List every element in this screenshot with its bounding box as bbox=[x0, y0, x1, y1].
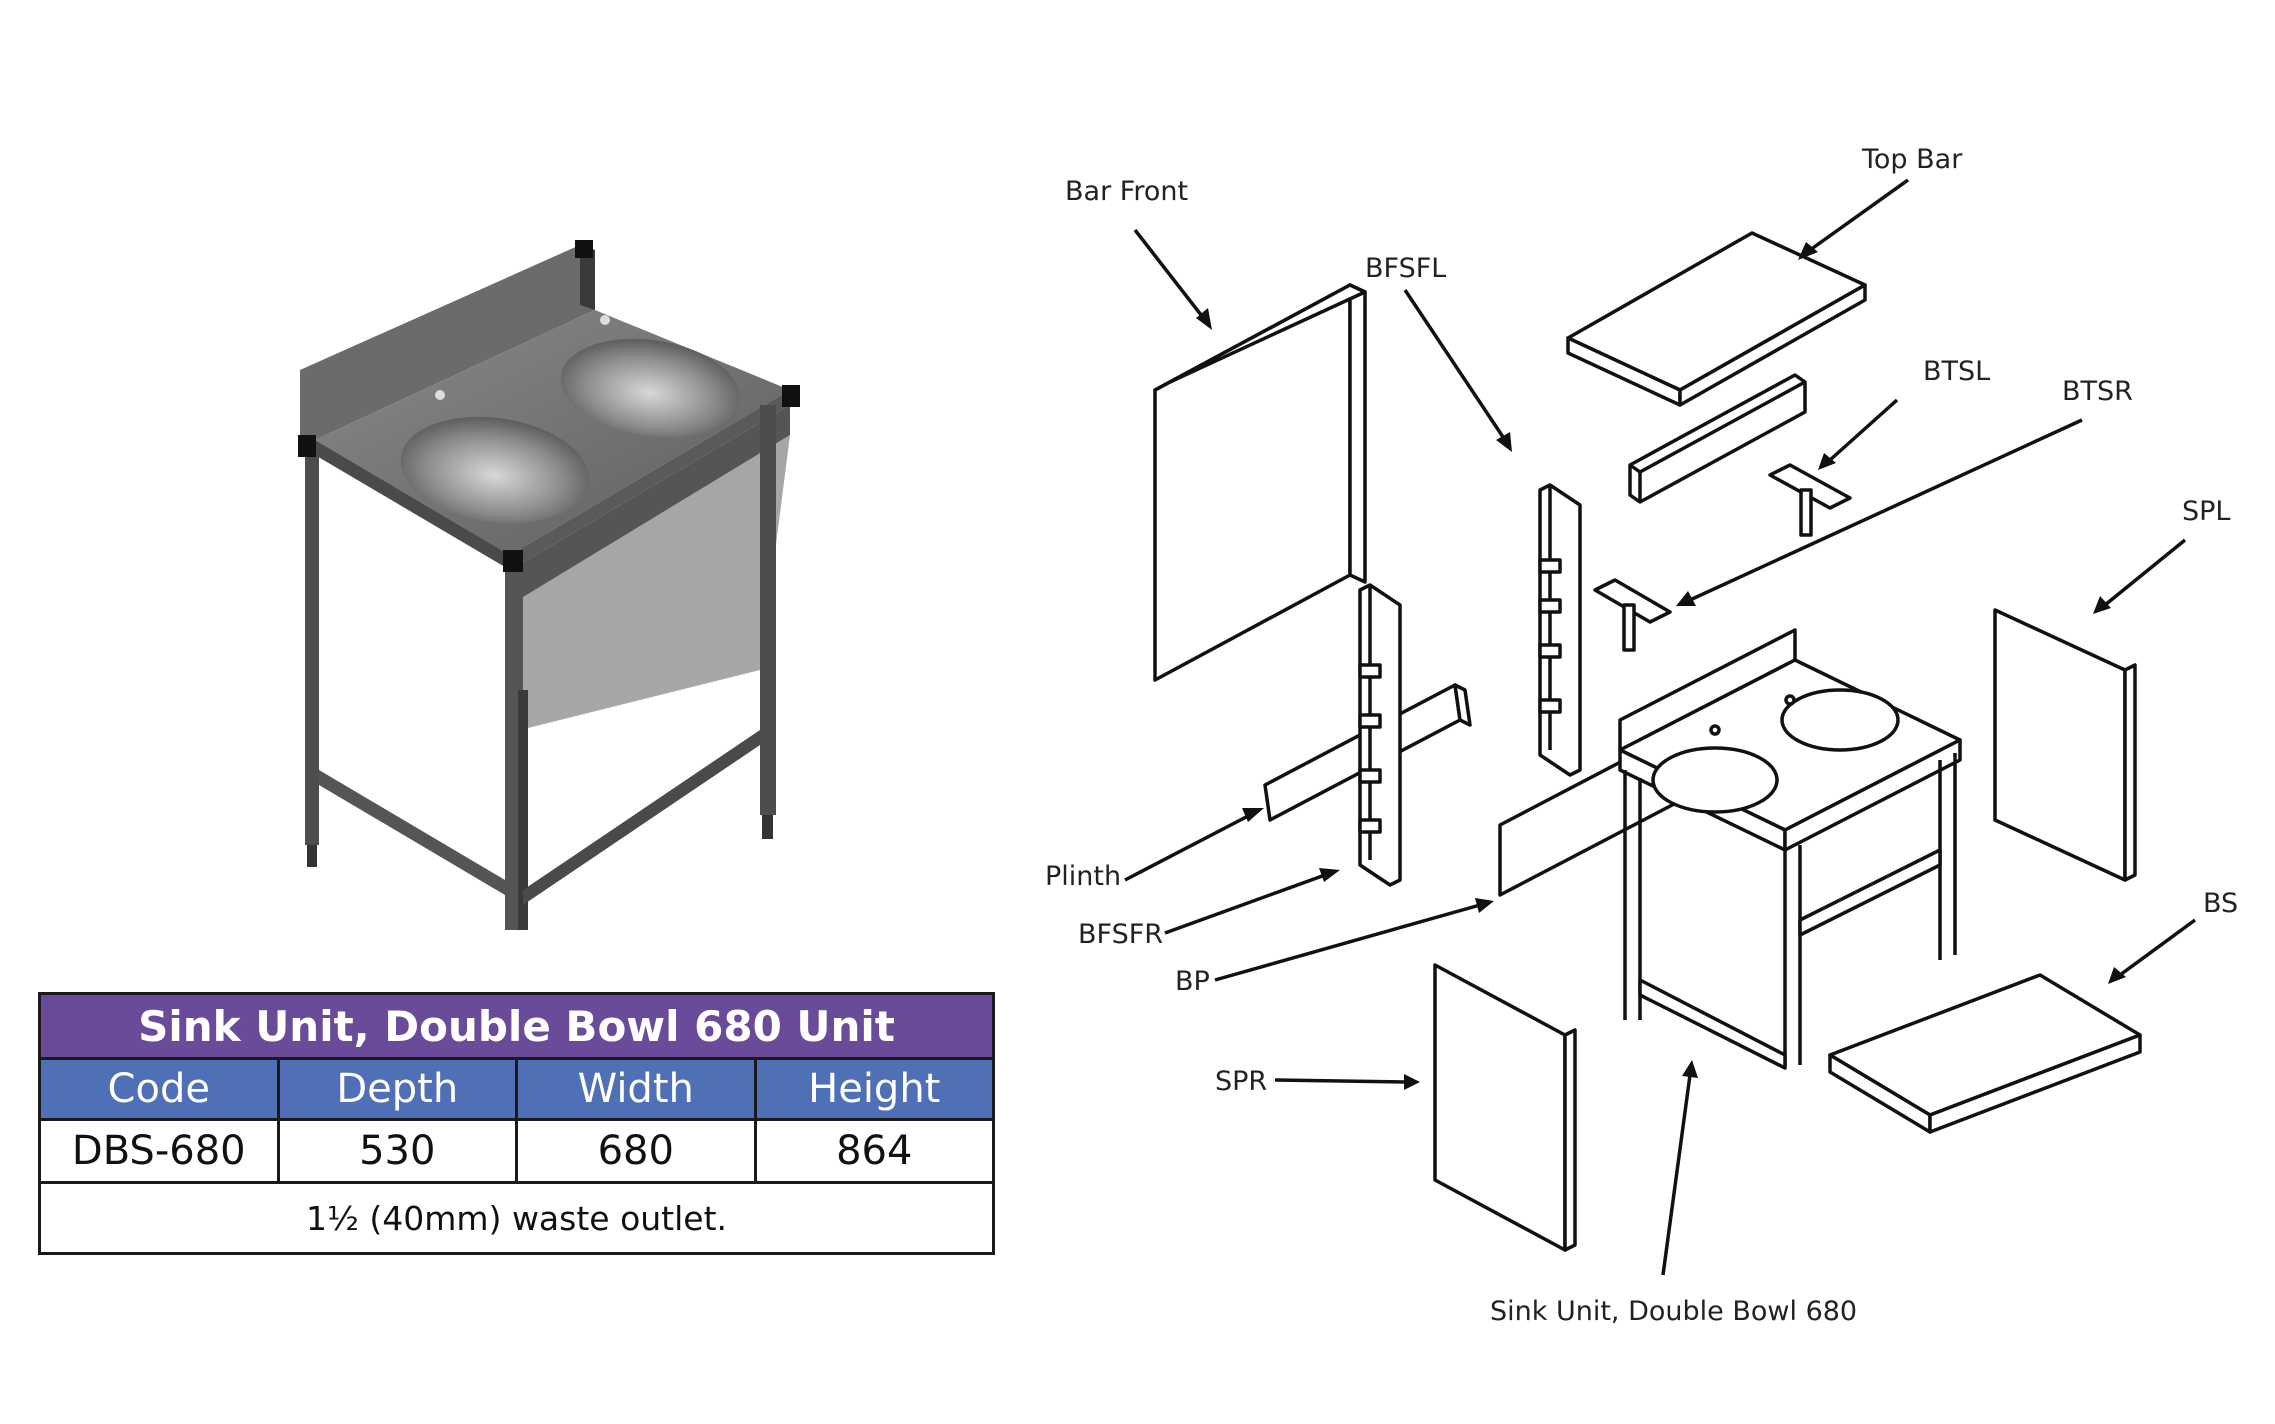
label-spr: SPR bbox=[1215, 1066, 1267, 1097]
product-render bbox=[298, 240, 800, 930]
header-width: Width bbox=[515, 1057, 757, 1121]
label-bp: BP bbox=[1175, 966, 1210, 997]
label-bfsfl: BFSFL bbox=[1365, 253, 1446, 284]
part-btsr bbox=[1593, 578, 1672, 652]
waste-outlet-note: 1¹⁄₂ (40mm) waste outlet. bbox=[38, 1181, 995, 1255]
part-btsl bbox=[1768, 463, 1852, 537]
exploded-diagram: Bar Front Top Bar BFSFL BTSL BTSR SPL Pl… bbox=[1045, 144, 2238, 1327]
cell-code: DBS-680 bbox=[38, 1118, 280, 1184]
part-sink-unit bbox=[1618, 628, 1962, 1070]
header-depth: Depth bbox=[276, 1057, 518, 1121]
label-btsl: BTSL bbox=[1923, 356, 1990, 387]
part-bfsfr bbox=[1358, 583, 1402, 887]
label-top-bar: Top Bar bbox=[1861, 144, 1963, 175]
label-plinth: Plinth bbox=[1045, 861, 1121, 892]
label-btsr: BTSR bbox=[2062, 376, 2133, 407]
part-bs bbox=[1828, 973, 2142, 1134]
label-bar-front: Bar Front bbox=[1065, 176, 1188, 207]
header-height: Height bbox=[753, 1057, 995, 1121]
cell-depth: 530 bbox=[276, 1118, 518, 1184]
label-spl: SPL bbox=[2182, 496, 2230, 527]
part-spr bbox=[1433, 963, 1577, 1252]
label-bs: BS bbox=[2203, 888, 2238, 919]
header-code: Code bbox=[38, 1057, 280, 1121]
cell-width: 680 bbox=[515, 1118, 757, 1184]
label-sink-unit: Sink Unit, Double Bowl 680 bbox=[1490, 1296, 1857, 1327]
part-rail bbox=[1628, 373, 1807, 504]
part-bfsfl bbox=[1538, 483, 1582, 777]
part-bar-front bbox=[1153, 283, 1367, 682]
spec-table: Sink Unit, Double Bowl 680 Unit Code Dep… bbox=[38, 992, 995, 1255]
cell-height: 864 bbox=[753, 1118, 995, 1184]
part-spl bbox=[1993, 608, 2137, 882]
table-title: Sink Unit, Double Bowl 680 Unit bbox=[38, 992, 995, 1060]
label-bfsfr: BFSFR bbox=[1078, 919, 1163, 950]
part-top-bar bbox=[1566, 231, 1867, 407]
